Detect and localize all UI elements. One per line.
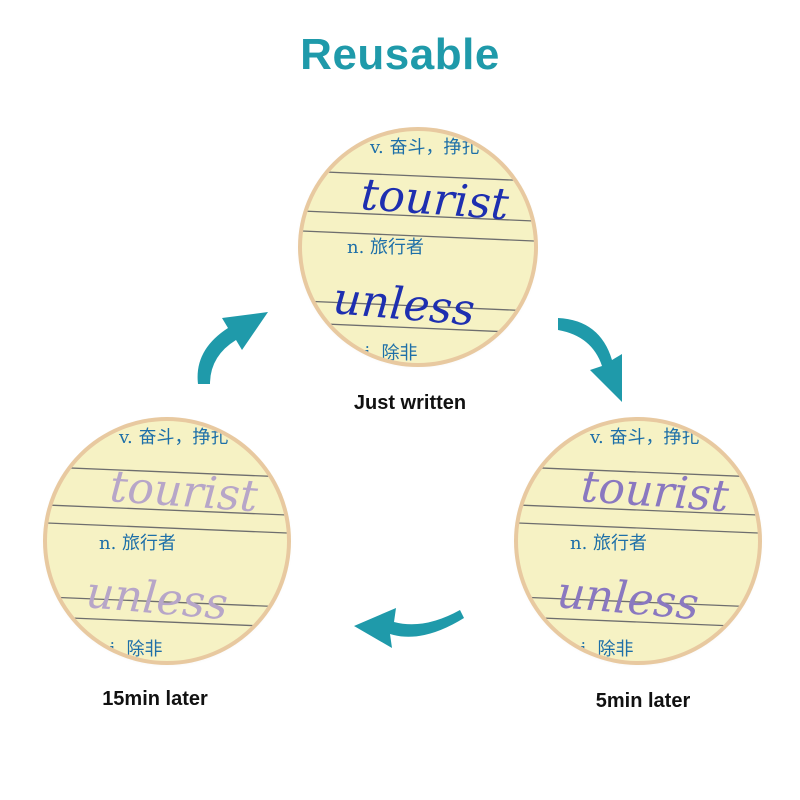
definition-line-2: n. 旅行者: [570, 533, 647, 554]
word-unless: unless: [555, 567, 701, 630]
definition-line-1: v. 奋斗，挣扎: [589, 427, 699, 448]
cycle-arrow-up-right-icon: [197, 312, 268, 384]
definition-line-3: conj. 除非: [77, 639, 163, 660]
notebook-sample-5min: v. 奋斗，挣扎 tourist n. 旅行者 unless conj. 除非: [518, 421, 758, 661]
caption-5min-later: 5min later: [595, 690, 691, 712]
cycle-arrow-down-right-icon: [558, 318, 622, 402]
definition-line-3: conj. 除非: [332, 343, 418, 363]
word-tourist: tourist: [359, 169, 510, 230]
definition-line-2: n. 旅行者: [99, 533, 176, 554]
definition-line-1: v. 奋斗，挣扎: [118, 427, 228, 448]
notebook-sample-15min: v. 奋斗，挣扎 tourist n. 旅行者 unless conj. 除非: [47, 421, 287, 661]
notebook-sample-just-written: v. 奋斗，挣扎 tourist n. 旅行者 unless conj. 除非: [302, 131, 534, 363]
definition-line-3: conj. 除非: [548, 639, 634, 660]
cycle-arrow-left-icon: [354, 608, 464, 648]
word-tourist: tourist: [579, 461, 730, 522]
word-unless: unless: [331, 273, 477, 336]
definition-line-1: v. 奋斗，挣扎: [369, 137, 479, 158]
word-tourist: tourist: [108, 461, 259, 522]
caption-15min-later: 15min later: [102, 688, 208, 710]
word-unless: unless: [84, 567, 230, 630]
caption-just-written: Just written: [353, 392, 467, 414]
definition-line-2: n. 旅行者: [347, 237, 424, 258]
page-title: Reusable: [300, 30, 500, 79]
